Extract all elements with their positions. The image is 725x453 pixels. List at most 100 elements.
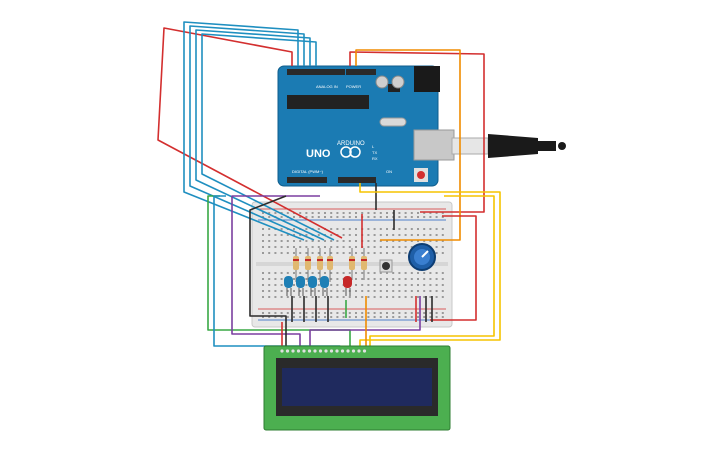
breadboard-hole (262, 296, 264, 298)
potentiometer[interactable] (408, 243, 436, 271)
breadboard-hole (410, 296, 413, 298)
breadboard-hole (355, 272, 357, 274)
breadboard-hole (441, 234, 444, 236)
breadboard-hole (386, 240, 388, 242)
breadboard-hole (305, 316, 308, 318)
breadboard-hole (410, 246, 413, 248)
power-jack[interactable] (414, 66, 440, 92)
breadboard-hole (268, 296, 271, 298)
breadboard-hole (330, 316, 333, 318)
breadboard-hole (417, 212, 419, 214)
breadboard-hole (355, 234, 357, 236)
lcd-pin (351, 349, 356, 353)
breadboard-hole (435, 252, 438, 254)
board-brand-label: ARDUINO (337, 141, 365, 147)
breadboard-hole (435, 272, 438, 274)
breadboard-hole (336, 296, 339, 298)
breadboard-hole (379, 272, 382, 274)
breadboard-hole (336, 246, 339, 248)
breadboard-hole (386, 216, 388, 218)
breadboard-hole (262, 290, 264, 292)
crystal (379, 117, 407, 127)
breadboard-hole (398, 290, 401, 292)
breadboard-hole (293, 296, 295, 298)
pushbutton[interactable] (379, 259, 393, 273)
breadboard-hole (268, 246, 271, 248)
breadboard-hole (423, 228, 426, 230)
breadboard-hole (342, 246, 345, 248)
breadboard-hole (379, 290, 382, 292)
breadboard-hole (355, 240, 357, 242)
breadboard-hole (311, 290, 314, 292)
lcd-pin (280, 349, 284, 353)
breadboard-hole (423, 284, 426, 286)
usb-cable[interactable] (451, 134, 566, 158)
breadboard-hole (299, 312, 302, 314)
breadboard-hole (355, 290, 357, 292)
breadboard-hole (330, 246, 333, 248)
breadboard-hole (336, 290, 339, 292)
breadboard-hole (435, 228, 438, 230)
breadboard-hole (330, 284, 333, 286)
breadboard-hole (348, 234, 351, 236)
breadboard-hole (379, 312, 382, 314)
lcd-pin (307, 349, 312, 353)
breadboard-hole (398, 228, 401, 230)
breadboard-hole (317, 240, 320, 242)
breadboard-hole (317, 284, 320, 286)
breadboard-hole (330, 234, 333, 236)
breadboard-hole (348, 216, 351, 218)
breadboard-hole (355, 228, 357, 230)
breadboard-hole (317, 246, 320, 248)
breadboard-hole (435, 216, 438, 218)
breadboard-hole (280, 312, 283, 314)
breadboard-hole (379, 216, 382, 218)
breadboard-hole (367, 312, 370, 314)
breadboard-hole (311, 312, 314, 314)
breadboard-hole (342, 252, 345, 254)
breadboard-hole (293, 240, 295, 242)
breadboard-hole (398, 278, 401, 280)
breadboard-hole (429, 240, 432, 242)
lcd-16x2[interactable] (263, 345, 451, 431)
breadboard-hole (305, 216, 308, 218)
breadboard-hole (355, 284, 357, 286)
tx-led-label: TX (372, 150, 377, 155)
breadboard-hole (274, 240, 277, 242)
wire-yellow-b (369, 195, 495, 350)
breadboard-hole (386, 296, 388, 298)
breadboard-hole (417, 240, 419, 242)
breadboard-hole (373, 240, 376, 242)
breadboard-hole (342, 290, 345, 292)
breadboard-hole (386, 312, 388, 314)
breadboard-hole (274, 290, 277, 292)
breadboard-hole (317, 252, 320, 254)
breadboard-hole (386, 252, 388, 254)
breadboard-hole (299, 296, 302, 298)
breadboard-hole (404, 234, 407, 236)
arduino-uno-board[interactable]: UNO ARDUINO DIGITAL (PWM~) POWER ANALOG … (277, 65, 455, 187)
power-header (287, 177, 327, 183)
breadboard-hole (274, 234, 277, 236)
breadboard-hole (324, 240, 326, 242)
breadboard-hole (417, 316, 419, 318)
breadboard-hole (423, 296, 426, 298)
breadboard-hole (441, 252, 444, 254)
breadboard-hole (367, 284, 370, 286)
usb-port[interactable] (413, 129, 455, 161)
breadboard-hole (379, 240, 382, 242)
resistor-5 (349, 248, 355, 280)
breadboard-hole (429, 296, 432, 298)
breadboard-hole (342, 272, 345, 274)
breadboard-hole (441, 296, 444, 298)
wire-green (207, 195, 351, 350)
wire-orange-top (355, 49, 461, 241)
breadboard-hole (336, 284, 339, 286)
breadboard-hole (311, 212, 314, 214)
breadboard-hole (392, 296, 395, 298)
analog-label: ANALOG IN (316, 84, 338, 89)
breadboard-hole (410, 216, 413, 218)
breadboard-hole (317, 216, 320, 218)
